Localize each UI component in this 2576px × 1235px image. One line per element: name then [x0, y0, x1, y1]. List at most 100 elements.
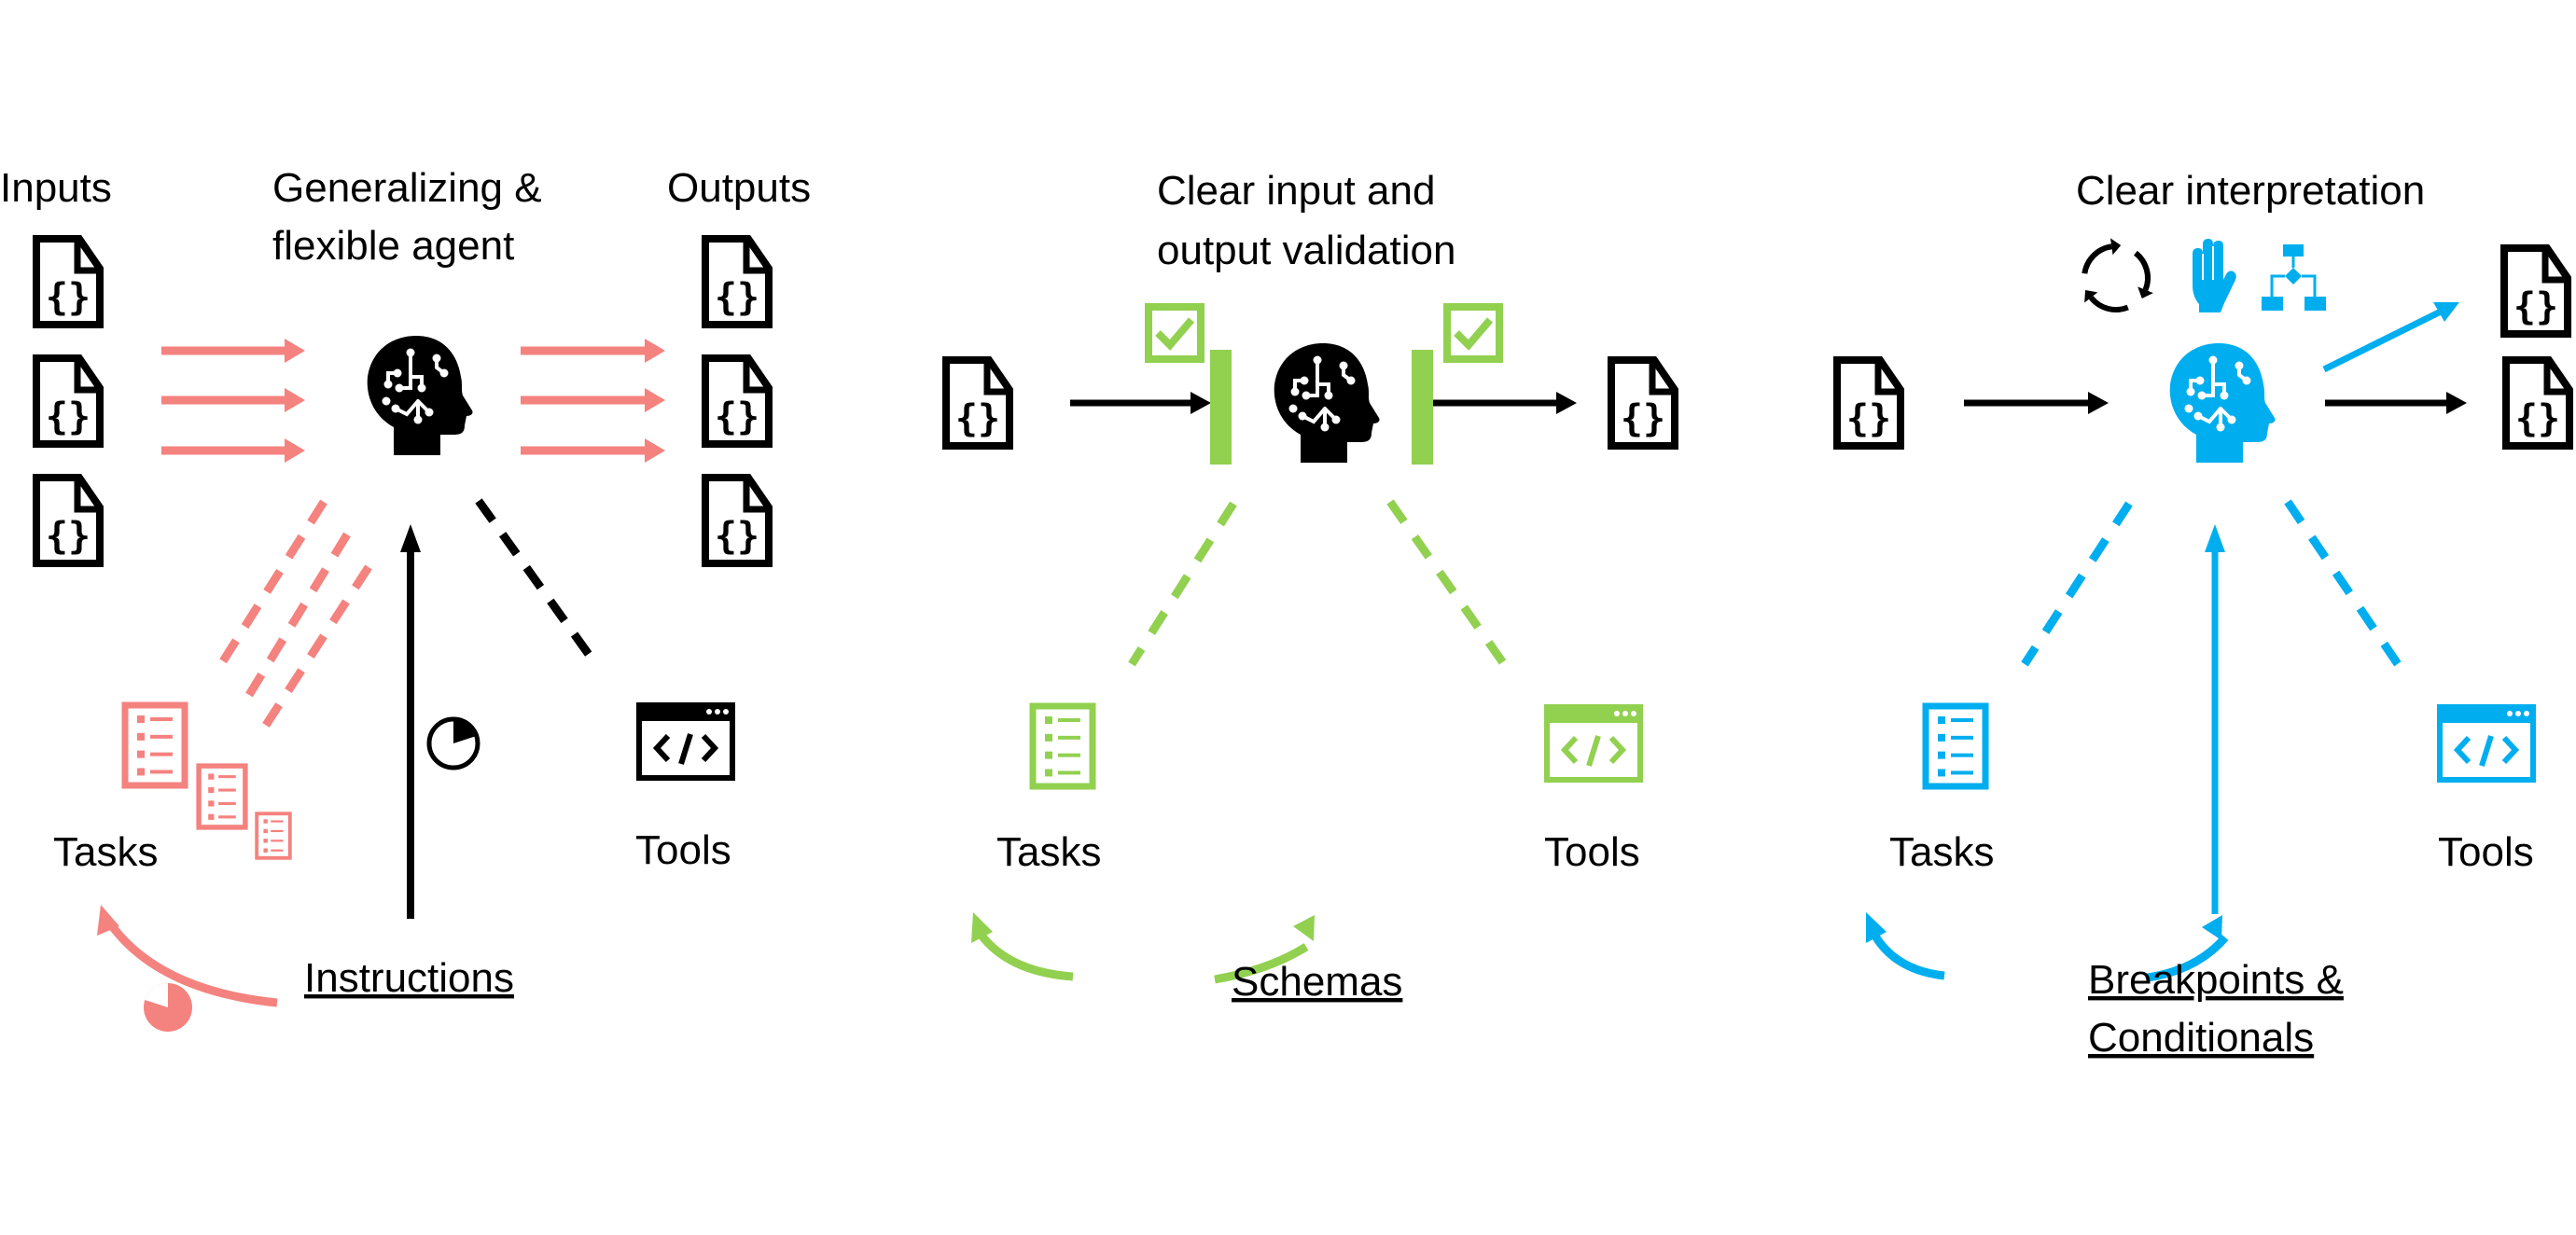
braces-glyph: {} — [1621, 397, 1665, 440]
task-list-icon-small — [255, 812, 292, 860]
code-brackets — [2453, 735, 2520, 767]
code-brackets — [1560, 735, 1627, 767]
finger-gaps — [2202, 246, 2214, 280]
inputs-label: Inputs — [0, 165, 112, 211]
braces-glyph: {} — [715, 395, 759, 438]
circuit-node — [2216, 423, 2225, 432]
refresh-arrowhead — [2137, 286, 2153, 299]
instructions-to-tasks-arrow — [106, 921, 278, 1007]
document-outline — [2502, 356, 2573, 450]
code-brackets — [652, 733, 719, 765]
breakpoints-to-tools-arrow — [2147, 935, 2229, 982]
braces-glyph: {} — [46, 276, 91, 319]
circuit-node — [2235, 361, 2244, 370]
panel-interpretation: Clear interpretation {} {} {} Tasks Tool… — [1833, 168, 2573, 1061]
window-dot — [1631, 711, 1636, 716]
circuit-node — [1313, 355, 1322, 365]
schemas-to-tools-arrow — [1214, 943, 1309, 984]
input-arrow — [161, 438, 305, 463]
braces-glyph: {} — [46, 515, 91, 558]
task-bullet — [137, 732, 145, 741]
head-silhouette — [2169, 343, 2276, 463]
window-dot — [1614, 711, 1620, 716]
breakpoints-to-tasks-arrowhead — [1866, 912, 1887, 943]
circuit-node — [391, 404, 400, 413]
task-bullet — [1938, 751, 1945, 759]
circuit-node — [395, 383, 404, 393]
input-document-icon: {} — [33, 474, 104, 567]
document-fold — [743, 358, 769, 394]
flow-decision — [2285, 268, 2302, 284]
input-document: {} — [1833, 356, 1904, 450]
document-fold — [2543, 360, 2569, 395]
schemas-to-tools-arrowhead — [1293, 915, 1315, 941]
tools-label: Tools — [1544, 829, 1640, 875]
breakpoints-to-tasks-arrow — [1870, 930, 1945, 980]
input-document: {} — [942, 356, 1013, 450]
schemas-to-tasks-arrowhead — [971, 912, 993, 943]
circuit-node — [1288, 404, 1298, 413]
task-line — [218, 788, 236, 792]
instructions-arrowhead — [400, 524, 421, 552]
output-document-icon: {} — [2502, 356, 2573, 450]
task-bullet — [1045, 716, 1052, 725]
code-window-icon — [636, 702, 735, 781]
circuit-node — [383, 380, 393, 389]
hand-stop-icon — [2193, 239, 2236, 312]
check-box — [1443, 303, 1503, 363]
pie-progress — [426, 716, 480, 770]
circuit-traces — [386, 351, 446, 422]
document-outline — [702, 354, 773, 448]
circuit-node — [1298, 411, 1307, 421]
alternate-output-document-icon: {} — [2500, 244, 2571, 338]
agent-head-icon — [367, 336, 473, 455]
arrow-head — [645, 438, 665, 463]
tools-code-window-icon — [636, 702, 735, 781]
output-document-alt: {} — [2500, 244, 2571, 338]
task-line — [218, 815, 236, 819]
circuit-node — [1290, 387, 1300, 396]
task-line — [1951, 735, 1973, 740]
panel-validation: Clear input and output validation {} {} … — [942, 168, 1678, 1005]
document-fold — [74, 358, 100, 394]
document-fold — [983, 360, 1010, 395]
flow-box-right — [2304, 297, 2326, 311]
output-document-icon: {} — [702, 354, 773, 448]
tools-dashed-link — [475, 498, 598, 665]
task-line — [1058, 735, 1080, 740]
flow-branches — [2270, 274, 2317, 297]
circuit-traces — [1293, 358, 1353, 429]
tasks-icon — [1922, 702, 1989, 790]
breakpoints-arrowhead — [2205, 524, 2225, 552]
circuit-node — [425, 408, 434, 417]
refresh-arrowhead — [2084, 290, 2098, 303]
input-document-icon: {} — [33, 354, 104, 448]
task-line — [1058, 753, 1080, 757]
arrow-head — [645, 339, 665, 363]
document-fold — [74, 478, 100, 513]
circuit-node — [413, 415, 423, 424]
window-dot — [2507, 711, 2513, 716]
task-bullet — [263, 819, 268, 824]
task-list-icon-large — [121, 701, 188, 789]
alternate-output-arrow — [2322, 307, 2444, 373]
document-fold — [2541, 248, 2568, 284]
task-line — [1058, 718, 1080, 723]
tools-label: Tools — [635, 827, 731, 873]
output-document: {} — [1608, 356, 1678, 450]
document-outline — [33, 235, 104, 328]
circuit-node — [2208, 355, 2218, 365]
task-line — [271, 849, 284, 852]
window-dot — [715, 709, 720, 715]
progress-pie-icon — [426, 716, 480, 770]
breakpoints-to-tools-arrowhead — [2202, 915, 2222, 940]
arrow-head — [285, 388, 305, 412]
output-arrow — [521, 438, 665, 463]
document-outline — [33, 474, 104, 567]
agent-head-icon — [2169, 343, 2276, 463]
flow-start-box — [2283, 244, 2304, 257]
task-line — [150, 734, 173, 739]
task-bullet — [1938, 769, 1945, 777]
flowchart-icon — [2262, 244, 2326, 311]
